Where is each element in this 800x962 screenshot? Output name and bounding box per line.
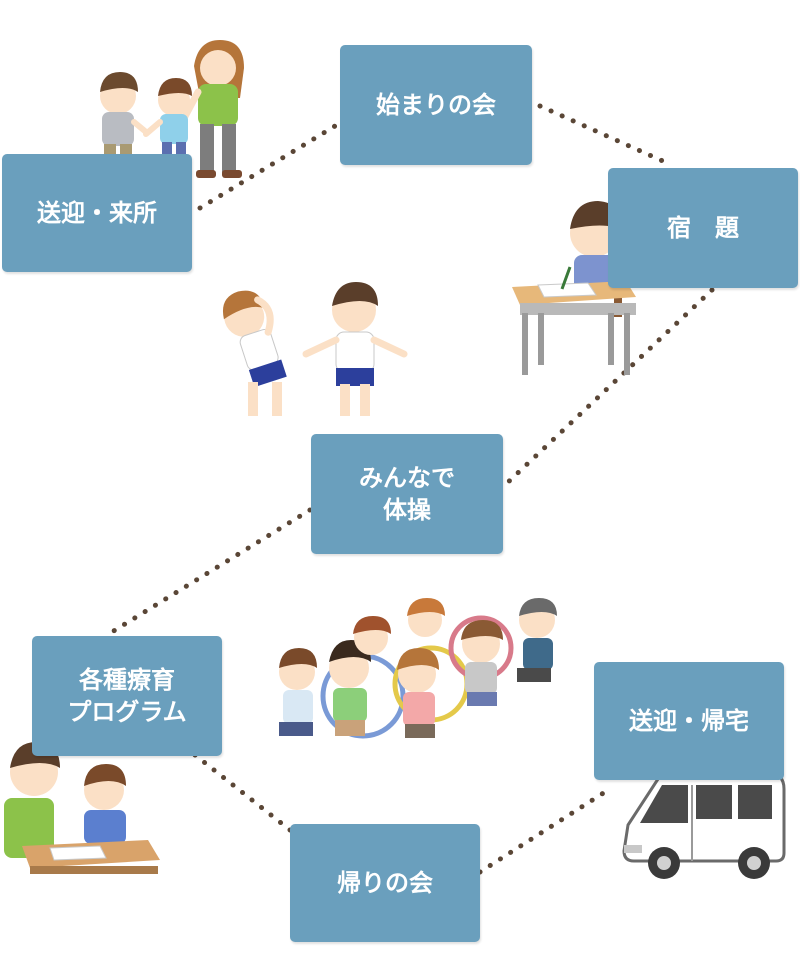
- step-homework: 宿 題: [608, 168, 798, 288]
- step-exercise: みんなで 体操: [311, 434, 503, 554]
- hoop-play-icon: [279, 598, 557, 739]
- step-opening: 始まりの会: [340, 45, 532, 165]
- step-closing: 帰りの会: [290, 824, 480, 942]
- step-program: 各種療育 プログラム: [32, 636, 222, 756]
- connector-opening-homework: [537, 103, 668, 165]
- connector-closing-return: [477, 789, 608, 875]
- step-pickup: 送迎・来所: [2, 154, 192, 272]
- connector-homework-exercise: [502, 287, 715, 488]
- connector-exercise-program: [109, 507, 313, 635]
- teacher-child-icon: [4, 742, 160, 874]
- stretching-children-icon: [222, 282, 408, 416]
- connector-program-closing: [192, 752, 293, 833]
- step-return: 送迎・帰宅: [594, 662, 784, 780]
- van-icon: [622, 771, 786, 879]
- walking-children-icon: [100, 40, 244, 178]
